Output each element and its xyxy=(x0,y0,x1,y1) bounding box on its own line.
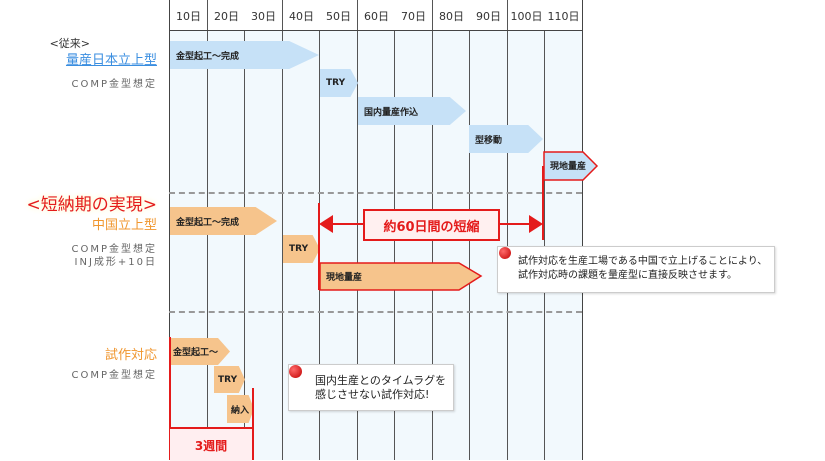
section-divider xyxy=(169,192,582,194)
callout-china-line2: 試作対応時の課題を量産型に直接反映させます。 xyxy=(518,270,737,281)
bar-local-production-china: 現地量産 xyxy=(326,272,363,283)
trial-title: 試作対応 xyxy=(104,348,157,363)
day-label: 40日 xyxy=(283,0,320,30)
header-divider xyxy=(169,30,582,31)
short-tag: <短納期の実現> xyxy=(26,195,158,215)
day-label: 20日 xyxy=(208,0,245,30)
grid-line xyxy=(357,0,358,460)
day-label: 110日 xyxy=(545,0,582,30)
bar-mold-transfer: 型移動 xyxy=(469,125,543,153)
trial-duration: 3週間 xyxy=(170,427,252,461)
day-label: 100日 xyxy=(508,0,545,30)
conventional-note: COMP金型想定 xyxy=(71,79,157,90)
day-label: 90日 xyxy=(470,0,507,30)
grid-line xyxy=(282,0,283,460)
callout-china-line1: 試作対応を生産工場である中国で立上げることにより、 xyxy=(518,256,768,267)
trial-bracket-left xyxy=(169,337,171,460)
day-label: 50日 xyxy=(320,0,357,30)
bar-local-production-conventional: 現地量産 xyxy=(550,162,587,172)
grid-line xyxy=(507,0,508,460)
day-label: 80日 xyxy=(433,0,470,30)
grid-line xyxy=(544,0,545,460)
pin-icon xyxy=(499,247,511,259)
pin-icon xyxy=(289,365,302,378)
bar-local-production-china-shape xyxy=(319,262,483,291)
reduction-label: 約60日間の短縮 xyxy=(363,209,500,241)
bar-domestic-tuning: 国内量産作込 xyxy=(358,97,466,125)
bar-try: TRY xyxy=(320,69,358,97)
conventional-title[interactable]: 量産日本立上型 xyxy=(65,53,157,68)
day-label: 70日 xyxy=(395,0,432,30)
callout-trial-line1: 国内生産とのタイムラグを xyxy=(315,374,447,387)
trial-note: COMP金型想定 xyxy=(71,370,157,381)
bar-mold-start-trial: 金型起工〜 xyxy=(170,338,230,365)
bar-local-production-conventional-shape xyxy=(543,151,599,181)
short-note-comp: COMP金型想定 xyxy=(71,244,157,255)
bar-delivery-trial: 納入 xyxy=(227,395,254,423)
short-note-inj: INJ成形+10日 xyxy=(74,257,157,268)
short-title: 中国立上型 xyxy=(91,218,157,233)
callout-china: 試作対応を生産工場である中国で立上げることにより、 試作対応時の課題を量産型に直… xyxy=(497,246,775,293)
bar-try-trial: TRY xyxy=(214,366,245,393)
bar-try-china: TRY xyxy=(283,235,320,263)
section-divider xyxy=(169,311,582,313)
day-label: 60日 xyxy=(358,0,395,30)
trial-bracket-right xyxy=(252,388,254,460)
callout-trial: 国内生産とのタイムラグを 感じさせない試作対応! xyxy=(288,364,454,411)
callout-trial-line2: 感じさせない試作対応! xyxy=(315,388,430,401)
conventional-tag: <従来> xyxy=(49,37,90,50)
day-label: 30日 xyxy=(245,0,282,30)
day-label: 10日 xyxy=(170,0,207,30)
bar-mold-start-complete-china: 金型起工〜完成 xyxy=(170,207,277,235)
end-marker-china xyxy=(318,203,320,290)
bar-mold-start-complete: 金型起工〜完成 xyxy=(170,41,319,69)
end-marker-conventional xyxy=(542,166,544,240)
